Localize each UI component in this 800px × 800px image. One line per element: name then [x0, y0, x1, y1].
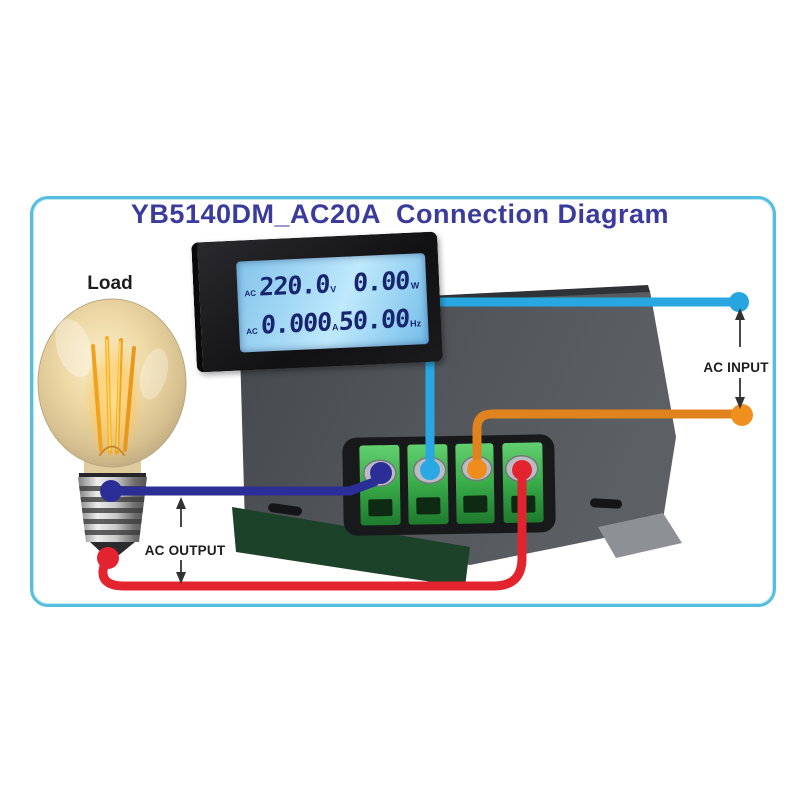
- glass-highlight: [55, 318, 93, 378]
- navy-dot-bulb: [100, 480, 122, 502]
- lcd-frequency-unit: Hz: [409, 317, 422, 329]
- load-label: Load: [87, 273, 133, 294]
- diagram-title: YB5140DM_AC20A Connection Diagram: [130, 199, 670, 229]
- lcd-ac-indicator: AC: [246, 326, 259, 336]
- wire-ac-input-orange: [472, 409, 747, 474]
- orange-dot-ac-input: [731, 404, 753, 426]
- cyan-dot-ac-input: [729, 292, 749, 312]
- lcd-voltage-value: 220.0: [258, 269, 330, 302]
- lcd-screen: AC 220.0 V 0.00 W AC 0.000 A 50.00 Hz: [236, 253, 430, 353]
- lcd-row-voltage-power: AC 220.0 V 0.00 W: [244, 266, 420, 302]
- bulb-filaments: [91, 336, 136, 456]
- lcd-frequency-value: 50.00: [338, 303, 410, 336]
- red-dot-terminal4: [512, 460, 532, 480]
- annotation-arrows: [176, 308, 745, 584]
- lcd-power-unit: W: [410, 280, 420, 292]
- diagram-frame: [30, 196, 776, 607]
- lcd-row-current-frequency: AC 0.000 A 50.00 Hz: [245, 303, 422, 340]
- ac-input-label: AC INPUT: [703, 360, 769, 375]
- device-base-flange: [598, 513, 682, 558]
- terminal-hole: [463, 495, 488, 513]
- meter-front-panel: AC 220.0 V 0.00 W AC 0.000 A 50.00 Hz: [191, 231, 443, 373]
- ac-output-label: AC OUTPUT: [144, 543, 226, 558]
- lcd-power-value: 0.00: [352, 266, 411, 298]
- cyan-dot-terminal2: [420, 460, 440, 480]
- terminal-hole: [368, 499, 393, 517]
- mounting-slot: [268, 503, 302, 516]
- load-bulb-icon: [37, 298, 187, 555]
- pcb-green-edge: [232, 507, 470, 587]
- navy-dot-terminal1: [370, 462, 392, 484]
- mounting-slot: [590, 498, 623, 509]
- wire-connection-dots: [97, 292, 753, 569]
- lcd-current-value: 0.000: [259, 307, 332, 340]
- glass-highlight: [139, 348, 169, 400]
- red-dot-bulb-tip: [97, 547, 119, 569]
- orange-dot-terminal3: [467, 459, 487, 479]
- lcd-ac-indicator: AC: [244, 289, 257, 299]
- terminal-hole: [416, 497, 441, 515]
- lcd-voltage-unit: V: [330, 284, 337, 295]
